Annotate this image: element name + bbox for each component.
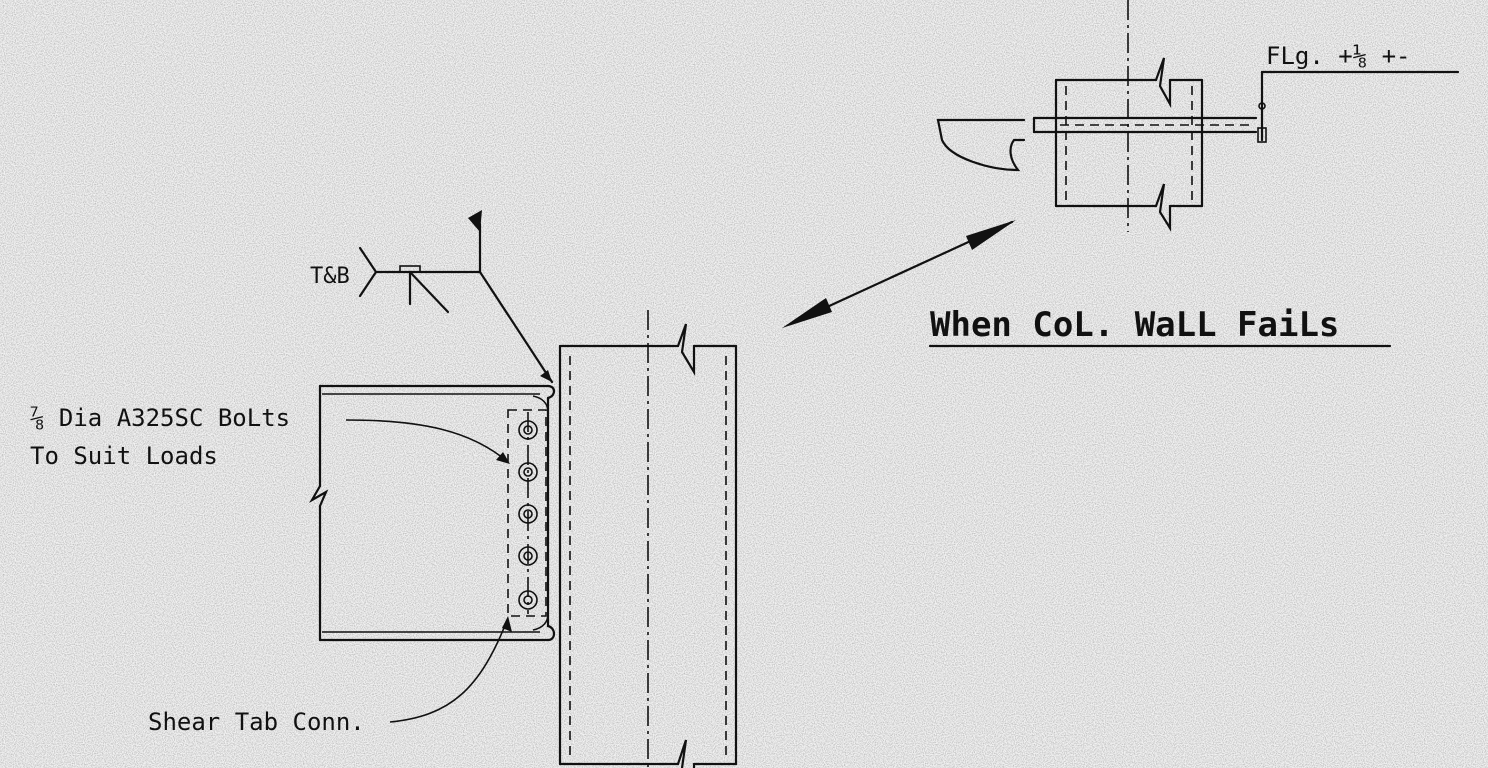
- weld-symbol: [358, 210, 554, 384]
- arrowhead-icon: [966, 220, 1016, 250]
- column-elevation: [558, 310, 738, 768]
- detail-title: When CoL. WaLL FaiLs: [930, 305, 1339, 345]
- bolt: [518, 590, 538, 610]
- arrowhead-icon: [496, 452, 510, 464]
- shear-tab-plate: [507, 409, 547, 617]
- reference-arrow: [782, 220, 1016, 328]
- shear-tab-label: Shear Tab Conn.: [148, 708, 365, 736]
- bolt-load-label: To Suit Loads: [30, 442, 218, 470]
- column-plan-detail: [936, 0, 1460, 232]
- arrowhead-icon: [782, 298, 832, 328]
- flange-note-label: FLg. +⅛ +-: [1266, 42, 1411, 70]
- bolt-spec-label: ⅞ Dia A325SC BoLts: [30, 404, 290, 432]
- bolt: [518, 546, 538, 566]
- bolt-group: [518, 420, 538, 610]
- bolt-leader: [345, 419, 510, 464]
- bolt: [518, 420, 538, 440]
- field-weld-flag-icon: [468, 210, 482, 232]
- beam-elevation: [309, 384, 556, 642]
- arrowhead-icon: [502, 616, 512, 632]
- shear-tab-leader: [389, 616, 512, 723]
- bolt: [518, 462, 538, 482]
- arrowhead-icon: [540, 370, 552, 382]
- bolt: [518, 504, 538, 524]
- weld-callout-label: T&B: [310, 264, 350, 289]
